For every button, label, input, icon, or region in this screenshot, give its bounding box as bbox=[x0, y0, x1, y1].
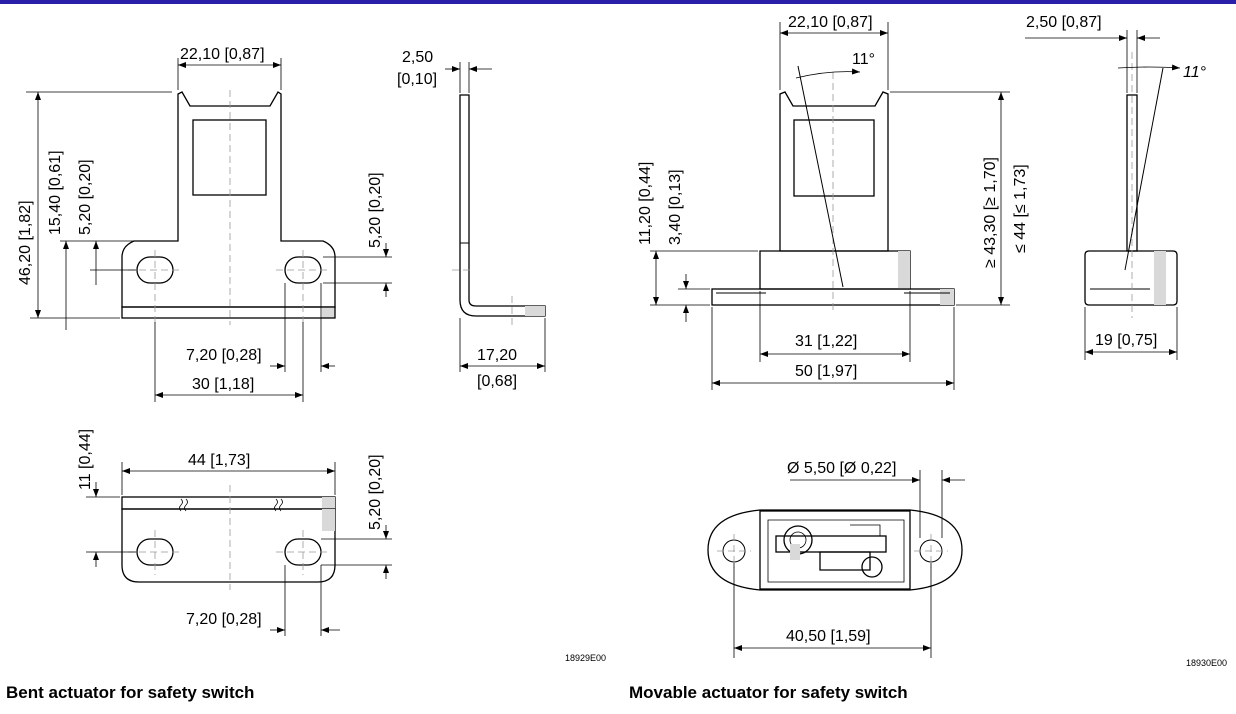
dim-plan-width: 44 [1,73] bbox=[188, 452, 250, 469]
movable-actuator-side-view bbox=[1025, 30, 1181, 360]
dim-ear-offset: 5,20 [0,20] bbox=[77, 159, 94, 235]
caption-bent-actuator: Bent actuator for safety switch bbox=[6, 683, 255, 702]
movable-actuator-front-view bbox=[650, 22, 1010, 390]
bent-actuator-front-view bbox=[26, 58, 392, 402]
dim-plan-slot: 5,20 [0,20] bbox=[367, 454, 384, 530]
dim-movable-hole-spacing: 40,50 [1,59] bbox=[786, 628, 871, 645]
dim-movable-top-width: 22,10 [0,87] bbox=[788, 14, 873, 31]
top-accent-bar bbox=[0, 0, 1236, 4]
drawing-code-right: 18930E00 bbox=[1186, 658, 1227, 668]
dim-right-slot: 5,20 [0,20] bbox=[367, 172, 384, 248]
dim-height-total: 46,20 [1,82] bbox=[17, 200, 34, 285]
dim-height-min: ≥ 43,30 [≥ 1,70] bbox=[982, 157, 999, 268]
dim-base-outer: 50 [1,97] bbox=[795, 363, 857, 380]
dim-movable-height-left: 11,20 [0,44] bbox=[637, 162, 654, 245]
dim-leg-top: 17,20 bbox=[477, 347, 517, 364]
drawing-code-left: 18929E00 bbox=[565, 653, 606, 663]
dim-movable-thickness: 2,50 [0,87] bbox=[1026, 14, 1102, 31]
dim-plan-height: 11 [0,44] bbox=[77, 429, 94, 490]
dim-side-width: 19 [0,75] bbox=[1095, 332, 1157, 349]
dim-height-to-ears: 15,40 [0,61] bbox=[47, 150, 64, 235]
dim-plan-slot-width: 7,20 [0,28] bbox=[186, 611, 262, 628]
dim-movable-base-height: 3,40 [0,13] bbox=[667, 169, 684, 245]
bent-actuator-plan-view bbox=[86, 462, 392, 636]
movable-actuator-plan-view bbox=[707, 470, 965, 658]
caption-movable-actuator: Movable actuator for safety switch bbox=[629, 683, 908, 702]
dim-slot-width: 7,20 [0,28] bbox=[186, 347, 262, 364]
dim-leg-bottom: [0,68] bbox=[477, 373, 517, 390]
bent-actuator-side-view bbox=[445, 62, 546, 372]
dim-height-max: ≤ 44 [≤ 1,73] bbox=[1012, 164, 1029, 253]
dim-angle-front: 11° bbox=[852, 51, 875, 68]
dim-thickness-top: 2,50 bbox=[402, 49, 433, 66]
dim-base-inner: 31 [1,22] bbox=[795, 333, 857, 350]
dim-top-width: 22,10 [0,87] bbox=[180, 46, 265, 63]
dim-angle-side: 11° bbox=[1183, 64, 1207, 81]
dim-hole-spacing: 30 [1,18] bbox=[192, 376, 254, 393]
dim-hole-diameter: Ø 5,50 [Ø 0,22] bbox=[787, 460, 896, 477]
dim-thickness-bottom: [0,10] bbox=[397, 71, 437, 88]
